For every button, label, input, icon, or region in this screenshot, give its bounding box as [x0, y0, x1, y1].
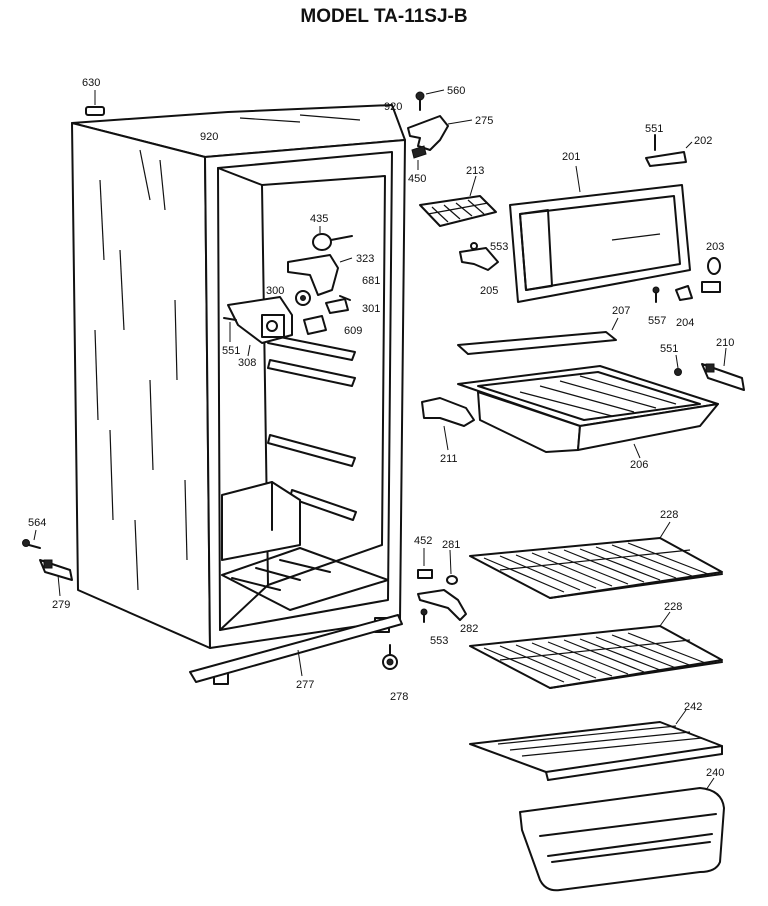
- label-275: 275: [475, 115, 493, 127]
- screw-553-top: [470, 242, 478, 250]
- bracket-211: [421, 397, 475, 451]
- foot-278: [382, 644, 398, 670]
- bottom-hinge-279: [39, 559, 73, 597]
- refrigerator-cabinet: [71, 104, 406, 685]
- label-323: 323: [356, 253, 374, 265]
- wire-shelf-228-lower: [469, 611, 723, 689]
- label-681: 681: [362, 275, 380, 287]
- label-281: 281: [442, 539, 460, 551]
- screw-553-bottom: [420, 608, 428, 623]
- label-205: 205: [480, 285, 498, 297]
- crisper-pan-240: [519, 777, 725, 892]
- ice-tray-213: [419, 175, 497, 227]
- label-210: 210: [716, 337, 734, 349]
- screw-560: [415, 89, 445, 111]
- bracket-204: [675, 285, 693, 301]
- control-housing-308: [227, 296, 293, 357]
- crisper-cover-242: [469, 709, 723, 781]
- bracket-282: [417, 589, 467, 621]
- label-277: 277: [296, 679, 314, 691]
- thermostat-609: [303, 315, 327, 335]
- label-560: 560: [447, 85, 465, 97]
- stop-450: [411, 145, 427, 170]
- plug-630: [85, 90, 105, 116]
- label-308: 308: [238, 357, 256, 369]
- label-228-lower: 228: [664, 601, 682, 613]
- label-278: 278: [390, 691, 408, 703]
- rail-210: [701, 347, 745, 391]
- chiller-tray-206: [457, 365, 719, 459]
- label-557: 557: [648, 315, 666, 327]
- shelf-support-452: [417, 548, 433, 579]
- label-920-inner: 920: [200, 131, 218, 143]
- screw-551-left: [223, 317, 237, 342]
- clip-681: [339, 295, 351, 301]
- label-450: 450: [408, 173, 426, 185]
- screw-551-right: [674, 354, 682, 376]
- label-609: 609: [344, 325, 362, 337]
- label-207: 207: [612, 305, 630, 317]
- label-630: 630: [82, 77, 100, 89]
- label-211: 211: [440, 453, 458, 465]
- lamp-bulb-435: [312, 226, 353, 251]
- part-labels: 630 920 920 560 275 450 213 201 551 202 …: [28, 77, 734, 779]
- switch-301: [325, 298, 349, 314]
- label-452: 452: [414, 535, 432, 547]
- label-282: 282: [460, 623, 478, 635]
- label-213: 213: [466, 165, 484, 177]
- label-553-top: 553: [490, 241, 508, 253]
- label-201: 201: [562, 151, 580, 163]
- latch-203: [701, 257, 721, 293]
- label-202: 202: [694, 135, 712, 147]
- label-242: 242: [684, 701, 702, 713]
- label-228-upper: 228: [660, 509, 678, 521]
- label-551-left: 551: [222, 345, 240, 357]
- freezer-door-201: [509, 165, 691, 303]
- label-553-bottom: 553: [430, 635, 448, 647]
- wire-shelf-228-upper: [469, 521, 723, 599]
- label-551-top: 551: [645, 123, 663, 135]
- label-301: 301: [362, 303, 380, 315]
- label-551-right: 551: [660, 343, 678, 355]
- kick-plate-277: [189, 614, 403, 683]
- label-240: 240: [706, 767, 724, 779]
- label-203: 203: [706, 241, 724, 253]
- label-435: 435: [310, 213, 328, 225]
- spacer-281: [446, 549, 458, 585]
- screw-557: [652, 286, 660, 303]
- knob-300: [295, 290, 311, 306]
- label-279: 279: [52, 599, 70, 611]
- label-300: 300: [266, 285, 284, 297]
- hinge-205: [459, 247, 499, 271]
- drip-tray-207: [457, 317, 619, 355]
- label-204: 204: [676, 317, 694, 329]
- diagram-title: MODEL TA-11SJ-B: [300, 6, 467, 27]
- lamp-socket-323: [287, 254, 353, 296]
- handle-202: [645, 141, 693, 167]
- label-564: 564: [28, 517, 46, 529]
- label-206: 206: [630, 459, 648, 471]
- top-hinge-275: [407, 115, 473, 151]
- screw-564: [22, 529, 41, 549]
- label-920-top: 920: [384, 101, 402, 113]
